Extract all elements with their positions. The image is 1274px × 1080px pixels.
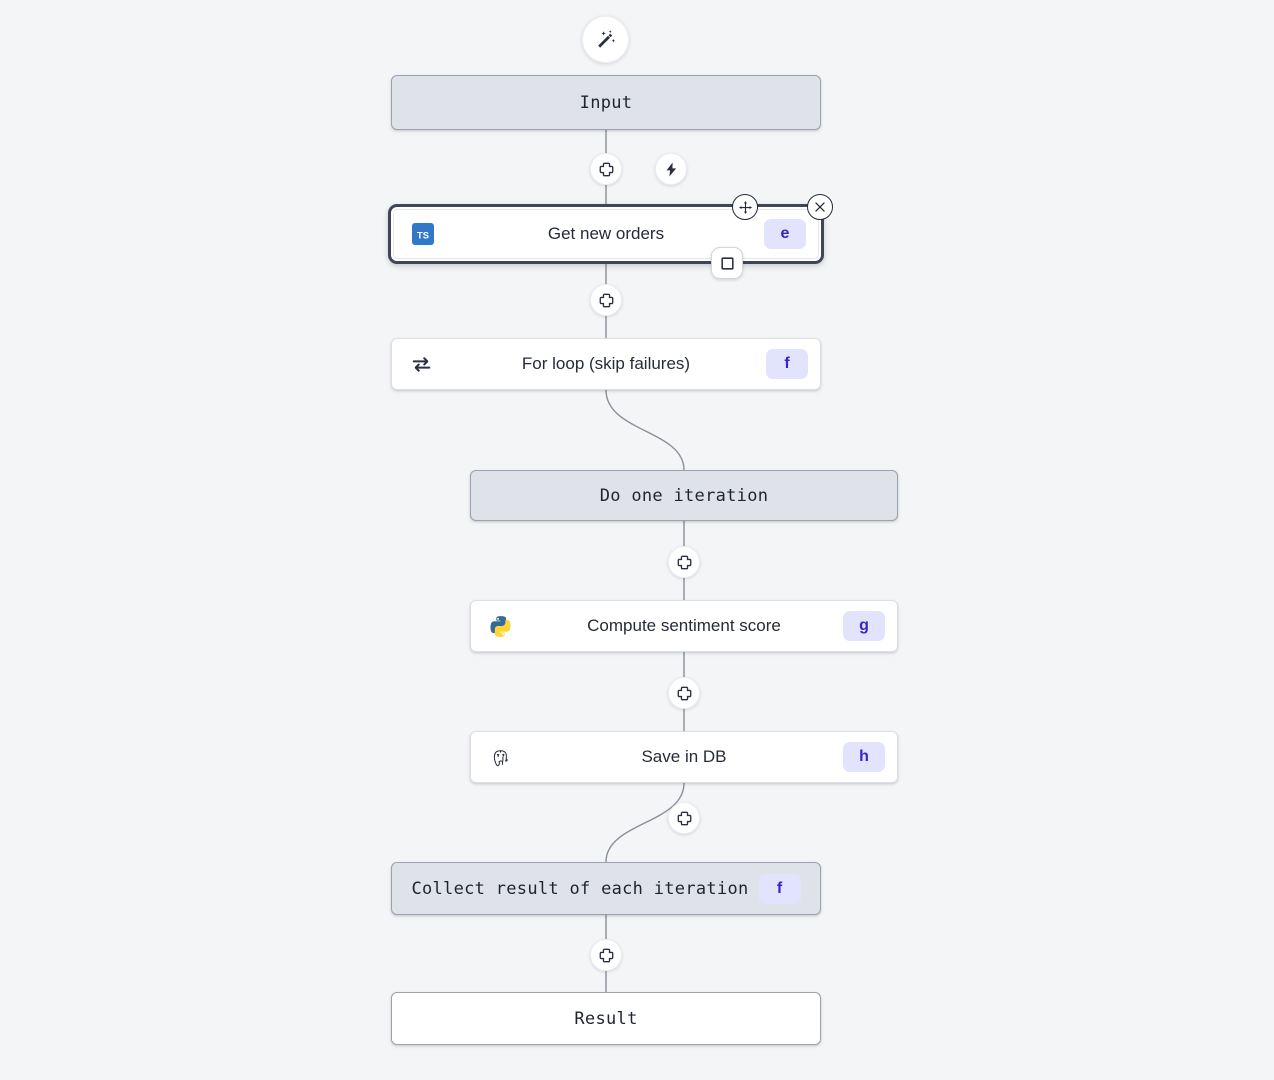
add-after-save-in-db-button[interactable] bbox=[668, 802, 700, 834]
node-input[interactable]: Input bbox=[391, 75, 821, 130]
add-after-get-new-orders-button[interactable] bbox=[590, 284, 622, 316]
square-icon bbox=[720, 256, 734, 270]
lightning-icon bbox=[666, 162, 676, 176]
close-icon bbox=[815, 202, 825, 212]
plus-icon bbox=[599, 162, 613, 176]
node-for-loop-label: For loop (skip failures) bbox=[521, 354, 691, 373]
add-after-do-one-iteration-button[interactable] bbox=[668, 546, 700, 578]
node-input-label: Input bbox=[579, 92, 633, 113]
plus-icon bbox=[677, 555, 691, 569]
node-compute-sentiment-score-label: Compute sentiment score bbox=[587, 616, 781, 635]
node-result-label: Result bbox=[574, 1008, 638, 1029]
add-after-collect-result-button[interactable] bbox=[590, 939, 622, 971]
magic-wand-button[interactable] bbox=[582, 16, 629, 63]
node-get-new-orders-badge[interactable]: e bbox=[764, 219, 806, 249]
close-handle[interactable] bbox=[807, 194, 833, 220]
node-compute-sentiment-score[interactable]: Compute sentiment score g bbox=[470, 600, 898, 652]
loop-icon bbox=[408, 351, 434, 377]
trigger-lightning-button[interactable] bbox=[655, 153, 687, 185]
typescript-icon: TS bbox=[410, 221, 436, 247]
node-result[interactable]: Result bbox=[391, 992, 821, 1045]
node-get-new-orders-body[interactable]: TS Get new orders e bbox=[393, 209, 819, 259]
edge-loop-to-iteration bbox=[605, 389, 685, 471]
node-collect-result-badge[interactable]: f bbox=[758, 873, 801, 904]
node-do-one-iteration-label: Do one iteration bbox=[599, 485, 769, 506]
node-get-new-orders[interactable]: TS Get new orders e bbox=[388, 204, 824, 264]
plus-icon bbox=[599, 948, 613, 962]
add-after-input-button[interactable] bbox=[590, 153, 622, 185]
magic-wand-icon bbox=[597, 29, 615, 48]
plus-icon bbox=[677, 811, 691, 825]
node-save-in-db-badge[interactable]: h bbox=[843, 742, 885, 772]
node-collect-result-label: Collect result of each iteration bbox=[411, 878, 749, 899]
node-get-new-orders-label: Get new orders bbox=[547, 224, 665, 243]
svg-text:TS: TS bbox=[417, 229, 429, 240]
node-do-one-iteration[interactable]: Do one iteration bbox=[470, 470, 898, 521]
python-icon bbox=[487, 613, 513, 639]
plus-icon bbox=[677, 686, 691, 700]
node-save-in-db-label: Save in DB bbox=[641, 747, 727, 766]
move-handle[interactable] bbox=[732, 194, 758, 220]
node-compute-sentiment-score-badge[interactable]: g bbox=[843, 611, 885, 641]
node-save-in-db[interactable]: Save in DB h bbox=[470, 731, 898, 783]
plus-icon bbox=[599, 293, 613, 307]
add-after-compute-sentiment-score-button[interactable] bbox=[668, 677, 700, 709]
postgresql-icon bbox=[487, 744, 513, 770]
stop-branch-button[interactable] bbox=[711, 247, 743, 279]
move-icon bbox=[738, 200, 752, 214]
node-for-loop[interactable]: For loop (skip failures) f bbox=[391, 338, 821, 390]
node-collect-result[interactable]: Collect result of each iteration f bbox=[391, 862, 821, 915]
node-for-loop-badge[interactable]: f bbox=[766, 349, 808, 379]
